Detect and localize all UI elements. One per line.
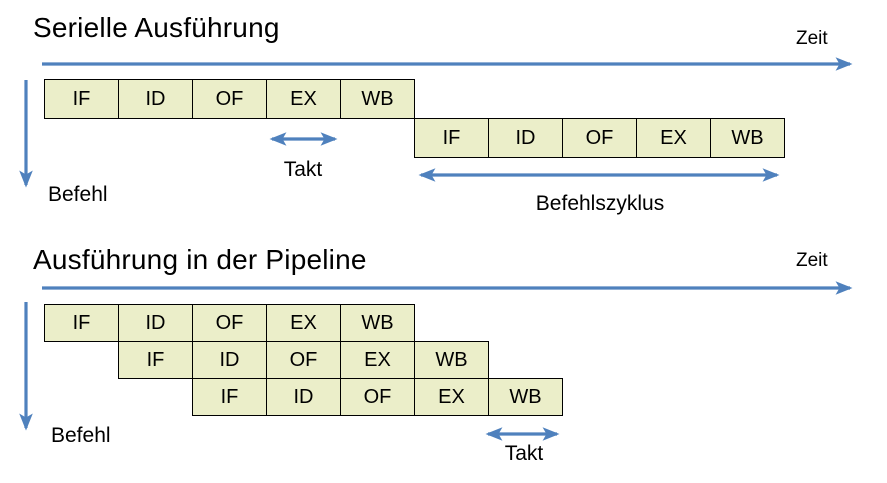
stage-cell: ID (488, 118, 563, 158)
stage-cell: ID (266, 378, 341, 416)
stage-cell: OF (266, 341, 341, 379)
pipeline-time-axis-label: Zeit (796, 250, 828, 271)
stage-cell: ID (118, 79, 193, 119)
stage-cell: IF (414, 118, 489, 158)
pipeline-instruction-axis-label: Befehl (51, 424, 111, 447)
stage-cell: EX (340, 341, 415, 379)
stage-cell: WB (414, 341, 489, 379)
stage-cell: EX (266, 304, 341, 342)
stage-cell: OF (340, 378, 415, 416)
stage-cell: EX (636, 118, 711, 158)
stage-cell: IF (118, 341, 193, 379)
serial-time-axis-label: Zeit (796, 28, 828, 49)
stage-cell: IF (44, 304, 119, 342)
serial-instruction-axis-label: Befehl (48, 183, 108, 206)
stage-cell: OF (562, 118, 637, 158)
stage-cell: WB (488, 378, 563, 416)
stage-cell: ID (192, 341, 267, 379)
stage-cell: EX (266, 79, 341, 119)
serial-clock-label: Takt (283, 158, 323, 181)
pipeline-section-title: Ausführung in der Pipeline (33, 244, 367, 275)
stage-cell: EX (414, 378, 489, 416)
stage-cell: WB (340, 79, 415, 119)
pipeline-clock-label: Takt (504, 442, 544, 465)
stage-cell: OF (192, 79, 267, 119)
instruction-cycle-label: Befehlszyklus (535, 192, 665, 215)
stage-cell: WB (340, 304, 415, 342)
stage-cell: IF (192, 378, 267, 416)
stage-cell: WB (710, 118, 785, 158)
stage-cell: IF (44, 79, 119, 119)
stage-cell: OF (192, 304, 267, 342)
serial-section-title: Serielle Ausführung (33, 12, 280, 43)
stage-cell: ID (118, 304, 193, 342)
